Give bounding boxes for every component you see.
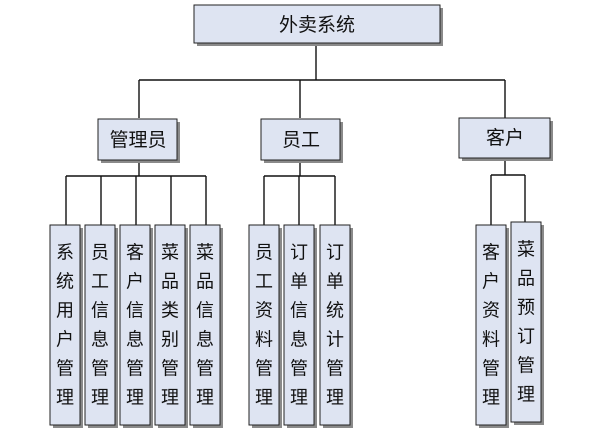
module-node: 订单统计管理 [319, 224, 353, 428]
module-node-label: 菜品类别管理 [161, 243, 179, 409]
module-node-label: 订单信息管理 [290, 243, 308, 409]
module-node: 菜品类别管理 [154, 224, 188, 428]
module-node: 菜品信息管理 [189, 224, 223, 428]
module-node-box [49, 224, 81, 426]
module-node-label: 菜品预订管理 [517, 240, 535, 406]
module-node-label: 员工资料管理 [255, 243, 273, 409]
module-node-box [319, 224, 351, 426]
module-node-box [189, 224, 221, 426]
role-node-staff: 员工 [260, 118, 343, 163]
root-node-box [193, 4, 441, 44]
module-node-box [84, 224, 116, 426]
role-node-customer: 客户 [458, 117, 553, 161]
module-node-box [119, 224, 151, 426]
module-node: 订单信息管理 [283, 224, 317, 428]
role-node-staff-box [260, 118, 341, 161]
connector-lines [65, 44, 526, 225]
role-node-admin: 管理员 [97, 118, 180, 163]
root-node-label: 外卖系统 [279, 14, 355, 36]
role-node-admin-label: 管理员 [109, 129, 166, 151]
module-node-label: 客户资料管理 [482, 243, 500, 409]
root-node: 外卖系统 [193, 4, 443, 46]
module-node-box [475, 224, 507, 426]
module-node: 客户资料管理 [475, 224, 509, 428]
module-node-label: 客户信息管理 [126, 243, 144, 409]
module-node-box [154, 224, 186, 426]
module-node: 员工信息管理 [84, 224, 118, 428]
role-node-customer-box [458, 117, 551, 159]
module-node-label: 菜品信息管理 [196, 243, 214, 409]
role-node-customer-label: 客户 [486, 127, 524, 149]
module-node-box [283, 224, 315, 426]
module-node-label: 订单统计管理 [326, 243, 344, 409]
module-node-box [248, 224, 280, 426]
module-node-label: 员工信息管理 [91, 243, 109, 409]
role-node-admin-box [97, 118, 178, 161]
module-node: 客户信息管理 [119, 224, 153, 428]
module-node: 员工资料管理 [248, 224, 282, 428]
module-node-box [510, 221, 542, 423]
module-node: 系统用户管理 [49, 224, 83, 428]
role-node-staff-label: 员工 [282, 129, 320, 151]
module-node-label: 系统用户管理 [56, 243, 74, 409]
module-node: 菜品预订管理 [510, 221, 544, 425]
